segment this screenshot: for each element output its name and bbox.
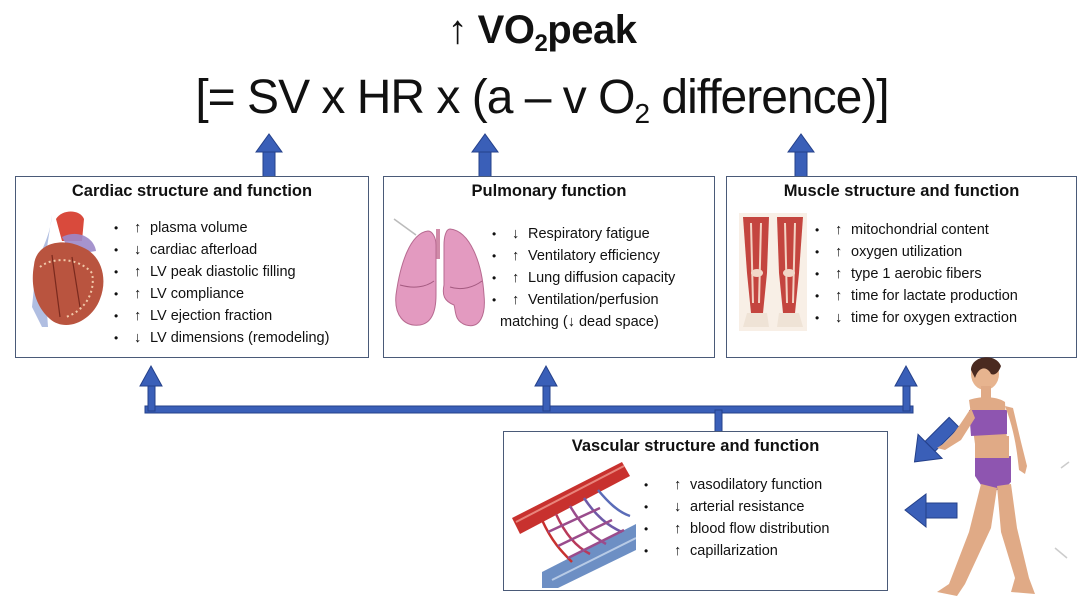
arrow-up-to-cardiac-icon (139, 364, 163, 412)
pulmonary-title: Pulmonary function (471, 182, 627, 200)
vascular-box: Vascular structure and function •↑vasodi… (503, 431, 888, 591)
arrow-up-pulmonary-icon (471, 133, 499, 179)
list-item: •↑LV peak diastolic filling (114, 264, 296, 280)
list-item: •↓Respiratory fatigue (492, 226, 650, 242)
arrow-up-to-muscle-icon (894, 364, 918, 412)
fick-formula: [= SV x HR x (a – v O2 difference)] (195, 71, 889, 129)
list-item: •↑Ventilatory efficiency (492, 248, 660, 264)
list-item: •↑plasma volume (114, 220, 248, 236)
list-item: •↑type 1 aerobic fibers (815, 266, 982, 282)
up-arrow-icon: ↑ (447, 8, 468, 52)
list-item: •↑oxygen utilization (815, 244, 963, 260)
blood-vessels-illustration-icon (512, 462, 636, 588)
list-item: •↑Lung diffusion capacity (492, 270, 676, 286)
vascular-list: •↑vasodilatory function •↓arterial resis… (644, 474, 829, 562)
muscle-title: Muscle structure and function (783, 182, 1020, 200)
arrow-up-cardiac-icon (255, 133, 283, 179)
list-item: •↓time for oxygen extraction (815, 310, 1018, 326)
pulmonary-box: Pulmonary function •↓Respiratory fatigue… (383, 176, 715, 358)
lungs-illustration-icon (393, 218, 485, 327)
cardiac-title: Cardiac structure and function (71, 182, 313, 200)
list-item: •↑LV ejection fraction (114, 308, 273, 324)
vo2peak-title: ↑ VO2peak (447, 8, 637, 57)
list-item: •↑vasodilatory function (644, 477, 823, 493)
list-item: •↓arterial resistance (644, 499, 805, 515)
cardiac-box: Cardiac structure and function •↑plasma … (15, 176, 369, 358)
arrow-up-muscle-icon (787, 133, 815, 179)
list-item: •↑Ventilation/perfusion (492, 292, 659, 308)
muscle-box: Muscle structure and function •↑mitochon… (726, 176, 1077, 358)
arrow-left-from-figure-icon (904, 492, 958, 529)
list-item: •↓LV dimensions (remodeling) (114, 330, 330, 346)
muscle-list: •↑mitochondrial content •↑oxygen utiliza… (815, 219, 1018, 329)
list-item: •↓cardiac afterload (114, 242, 258, 258)
list-item-continuation: matching (↓ dead space) (500, 314, 659, 330)
list-item: •↑blood flow distribution (644, 521, 830, 537)
arrow-diagonal-from-figure-icon (913, 416, 960, 463)
pulmonary-list: •↓Respiratory fatigue •↑Ventilatory effi… (492, 223, 675, 333)
list-item: •↑time for lactate production (815, 288, 1018, 304)
walking-woman-illustration-icon (937, 357, 1070, 596)
vascular-title: Vascular structure and function (571, 437, 820, 455)
arrow-up-to-pulmonary-icon (534, 364, 558, 412)
list-item: •↑mitochondrial content (815, 222, 989, 238)
list-item: •↑LV compliance (114, 286, 245, 302)
heart-illustration-icon (32, 211, 104, 327)
list-item: •↑capillarization (644, 543, 778, 559)
leg-muscles-illustration-icon (739, 213, 807, 331)
connector-bus (144, 405, 914, 414)
cardiac-list: •↑plasma volume •↓cardiac afterload •↑LV… (114, 217, 329, 349)
